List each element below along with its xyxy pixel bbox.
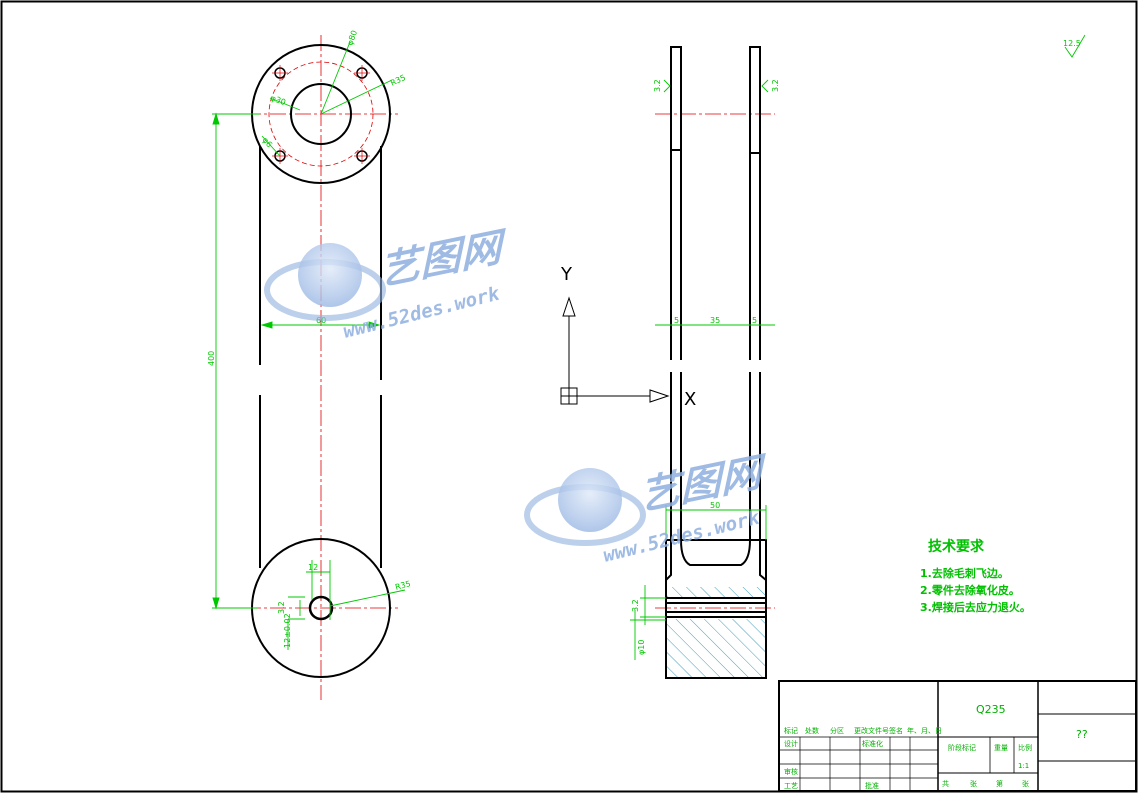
roughness-c: 3.2	[631, 599, 640, 612]
watermark-logo-2: 艺图网 www.52des.work	[524, 448, 768, 567]
dim-side-right: 5	[752, 316, 757, 325]
tb-label-count: 处数	[805, 726, 819, 735]
tech-req-item-3: 3.焊接后去应力退火。	[920, 600, 1031, 614]
arm-body	[259, 146, 382, 568]
dim-bottom-tol: 12±0.02	[283, 613, 292, 648]
tb-designer: 设计	[784, 739, 798, 748]
dim-bottom-width: 50	[710, 501, 720, 510]
tb-scale-label: 比例	[1018, 743, 1032, 752]
bottom-pin-hole	[308, 595, 334, 621]
tb-standard: 标准化	[862, 739, 883, 748]
tb-weight: 重量	[994, 744, 1008, 752]
dim-bottom-small: 3.2	[277, 601, 286, 614]
section-hatch	[667, 587, 765, 597]
tech-req-item-2: 2.零件去除氧化皮。	[920, 583, 1020, 597]
dim-top-hole: φ30	[269, 93, 287, 107]
title-block	[778, 680, 1137, 792]
title-block-text: 标记 处数 分区 更改文件号 签名 年、月、日 设计 标准化 审核 工艺 批准 …	[784, 703, 1088, 790]
dim-side-left: 5	[674, 316, 679, 325]
front-view: 400 60 φ80 R35 φ30 φ6 R35 12 3.2 12±0.02	[207, 29, 412, 700]
tb-label-mark: 标记	[784, 726, 798, 735]
dim-bottom-radius: R35	[394, 579, 412, 592]
tb-sheet: 张	[970, 779, 977, 788]
dim-length: 400	[207, 351, 216, 366]
tb-material: Q235	[976, 703, 1006, 716]
roughness-b: 3.2	[771, 79, 780, 92]
surface-roughness: 12.5	[1063, 39, 1081, 48]
tech-req-title: 技术要求	[928, 538, 985, 555]
dim-top-bolt-circle: φ80	[345, 29, 359, 47]
tech-requirements: 技术要求 1.去除毛刺飞边。 2.零件去除氧化皮。 3.焊接后去应力退火。	[920, 538, 1031, 614]
ucs-x-label: X	[684, 389, 696, 410]
tb-label-date: 年、月、日	[907, 726, 942, 735]
tb-drawing-no: ??	[1076, 728, 1088, 741]
tb-review: 审核	[784, 767, 798, 776]
dim-bottom-hole: 12	[308, 563, 318, 572]
ucs-icon	[560, 296, 670, 405]
tb-page-unit: 张	[1022, 779, 1029, 788]
roughness-a: 3.2	[653, 79, 662, 92]
tb-total: 共	[942, 779, 949, 788]
tb-page: 第	[996, 779, 1003, 788]
dim-side-gap: 35	[710, 316, 720, 325]
top-boss-bore	[290, 83, 352, 145]
dim-pin-dia: φ10	[637, 640, 646, 655]
tb-stage-mark: 阶段标记	[948, 743, 976, 752]
dim-top-radius: R35	[389, 73, 407, 88]
tb-scale-value: 1:1	[1018, 762, 1029, 770]
side-view: 5 35 5 50 φ10 3.2 3.2 3.2 12.5	[630, 34, 1086, 679]
tb-label-zone: 分区	[830, 726, 844, 735]
ucs-y-label: Y	[560, 264, 573, 285]
tech-req-item-1: 1.去除毛刺飞边。	[920, 566, 1009, 580]
tb-approve: 批准	[865, 781, 879, 790]
tb-label-signature: 签名	[889, 726, 903, 735]
tb-label-change-doc: 更改文件号	[854, 726, 889, 735]
tb-process: 工艺	[784, 782, 798, 790]
